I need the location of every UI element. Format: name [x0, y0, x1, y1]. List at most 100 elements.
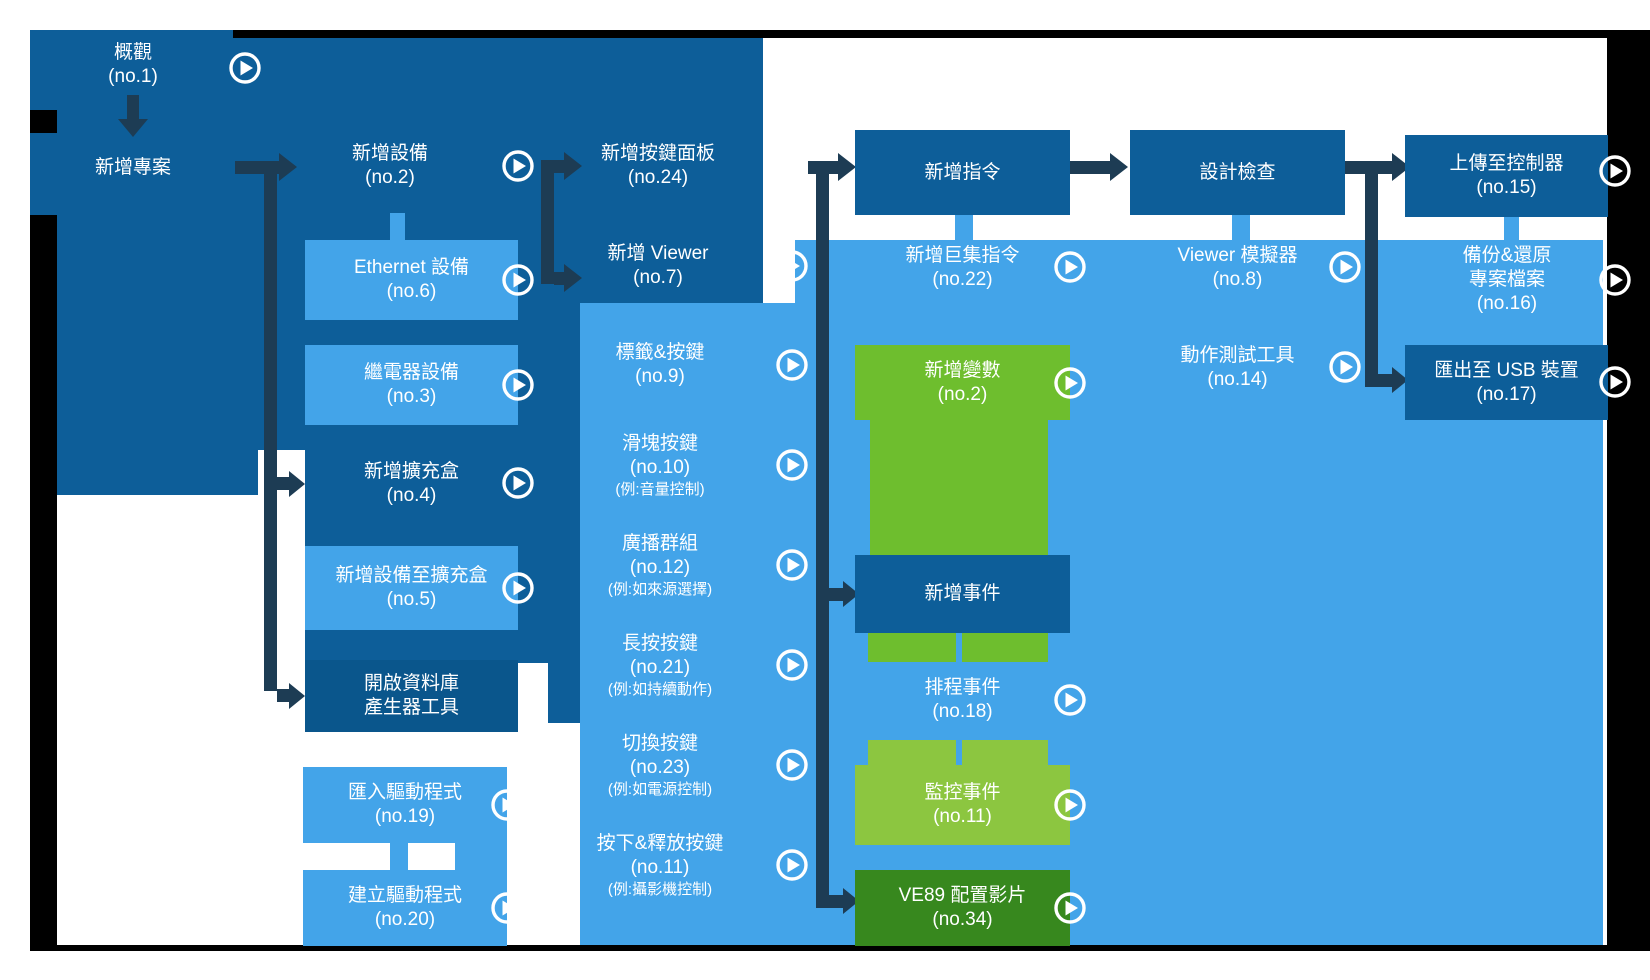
green-leg-left: [868, 633, 956, 662]
import-driver-label: 匯入驅動程式: [347, 782, 462, 803]
long-press-button-label: (例:如持續動作): [607, 681, 713, 698]
play-icon[interactable]: [1051, 786, 1089, 824]
play-icon[interactable]: [1326, 248, 1364, 286]
add-device-label: 新增設備: [351, 143, 428, 164]
play-icon[interactable]: [488, 889, 526, 927]
play-icon[interactable]: [773, 846, 811, 884]
ve89-config-video: VE89 配置影片(no.34): [855, 870, 1070, 946]
label-and-button-label: (no.9): [635, 366, 685, 387]
long-press-button: 長按按鍵(no.21)(例:如持續動作): [560, 630, 760, 702]
open-db-generator: 開啟資料庫產生器工具: [305, 660, 518, 732]
action-test-tool-label: (no.14): [1207, 369, 1268, 390]
play-icon[interactable]: [1326, 348, 1364, 386]
action-test-tool: 動作測試工具 (no.14): [1135, 344, 1340, 392]
play-icon[interactable]: [1596, 363, 1634, 401]
backup-restore-project-label: 備份&還原: [1462, 245, 1552, 266]
action-test-tool-label: 動作測試工具: [1180, 345, 1295, 366]
add-command: 新增指令: [855, 130, 1070, 215]
upload-to-controller-label: 上傳至控制器: [1449, 153, 1564, 174]
viewer-simulator-label: Viewer 模擬器: [1177, 245, 1298, 266]
artifact-left-bar: [30, 215, 57, 945]
arrow-right-icon: [289, 471, 305, 497]
slider-button-label: (例:音量控制): [615, 481, 705, 498]
schedule-event-label: (no.18): [932, 701, 993, 722]
play-icon[interactable]: [773, 546, 811, 584]
press-release-button: 按下&釋放按鍵 (no.11) (例:攝影機控制): [560, 830, 760, 902]
flow-line: [554, 272, 564, 285]
play-icon[interactable]: [773, 247, 811, 285]
play-icon[interactable]: [773, 646, 811, 684]
play-icon[interactable]: [1051, 889, 1089, 927]
add-viewer-label: (no.7): [633, 267, 683, 288]
toggle-button-label: (例:如電源控制): [607, 781, 713, 798]
play-icon[interactable]: [773, 346, 811, 384]
slider-button-label: (no.10): [629, 457, 691, 478]
add-viewer-label: 新增 Viewer: [607, 243, 709, 264]
play-icon[interactable]: [1051, 364, 1089, 402]
flow-line: [264, 167, 277, 691]
create-driver: 建立驅動程式(no.20): [303, 870, 507, 946]
stub-driver-tab: [455, 843, 507, 870]
green-tab-right: [962, 740, 1048, 765]
ethernet-device-label: (no.6): [386, 281, 437, 302]
press-release-button-label: (no.11): [630, 857, 690, 878]
flow-line: [1378, 374, 1392, 387]
add-macro-command-label: 新增巨集指令: [905, 245, 1020, 266]
play-icon[interactable]: [499, 366, 537, 404]
relay-device-label: 繼電器設備: [363, 362, 459, 383]
press-release-button-label: (例:攝影機控制): [607, 881, 713, 898]
add-expansion-box-label: 新增擴充盒: [363, 460, 459, 482]
ethernet-device: Ethernet 設備(no.6): [305, 240, 518, 320]
artifact-left-rect: [30, 110, 57, 133]
schedule-event-label: 排程事件: [924, 677, 1001, 698]
flow-line: [816, 161, 829, 908]
play-icon[interactable]: [1051, 681, 1089, 719]
play-icon[interactable]: [499, 147, 537, 185]
ve89-config-video-label: VE89 配置影片: [898, 885, 1027, 906]
import-driver: 匯入驅動程式 (no.19): [303, 767, 507, 843]
backup-restore-project-label: (no.16): [1476, 293, 1538, 314]
play-icon[interactable]: [226, 49, 264, 87]
broadcast-group: 廣播群組(no.12)(例:如來源選擇): [560, 530, 760, 602]
design-check-label: 設計檢查: [1199, 161, 1276, 183]
backup-restore-project: 備份&還原專案檔案(no.16): [1407, 244, 1607, 316]
play-icon[interactable]: [499, 569, 537, 607]
slider-button: 滑塊按鍵(no.10)(例:音量控制): [560, 430, 760, 502]
monitor-event-label: 監控事件: [924, 782, 1001, 803]
play-icon[interactable]: [1051, 248, 1089, 286]
add-macro-command-label: (no.22): [932, 269, 993, 290]
add-device-to-expansion-label: (no.5): [386, 589, 437, 610]
monitor-event-label: (no.11): [933, 806, 992, 827]
add-button-panel: 新增按鍵面板(no.24): [558, 142, 758, 190]
add-expansion-box: 新增擴充盒(no.4): [305, 450, 518, 517]
arrow-right-icon: [279, 153, 297, 181]
play-icon[interactable]: [773, 446, 811, 484]
green-leg-right: [962, 633, 1048, 662]
create-driver-label: 建立驅動程式: [347, 885, 462, 906]
overview: 概觀(no.1): [63, 40, 203, 90]
export-to-usb: 匯出至 USB 裝置(no.17): [1405, 345, 1608, 420]
play-icon[interactable]: [773, 746, 811, 784]
play-icon[interactable]: [499, 261, 537, 299]
flow-line: [829, 588, 843, 601]
flow-line: [1365, 161, 1378, 387]
import-driver-label: (no.19): [374, 806, 436, 827]
viewer-simulator: Viewer 模擬器(no.8): [1135, 244, 1340, 292]
design-check: 設計檢查: [1130, 130, 1345, 215]
open-db-generator-label: 開啟資料庫: [363, 673, 459, 694]
play-icon[interactable]: [488, 786, 526, 824]
add-command-label: 新增指令: [924, 161, 1001, 183]
stub-driver: [390, 843, 408, 870]
play-icon[interactable]: [499, 464, 537, 502]
add-device-to-expansion-label: 新增設備至擴充盒: [335, 565, 488, 586]
press-release-button-label: 按下&釋放按鍵: [596, 833, 724, 854]
overview-label: 概觀: [113, 42, 152, 63]
play-icon[interactable]: [1596, 261, 1634, 299]
add-variable: 新增變數(no.2): [855, 345, 1070, 420]
new-project-label: 新增專案: [94, 157, 171, 178]
play-icon[interactable]: [1596, 152, 1634, 190]
add-event: 新增事件: [855, 555, 1070, 633]
stub-command-macro: [955, 215, 973, 240]
add-macro-command: 新增巨集指令 (no.22): [860, 244, 1065, 292]
play-icon[interactable]: [773, 147, 811, 185]
